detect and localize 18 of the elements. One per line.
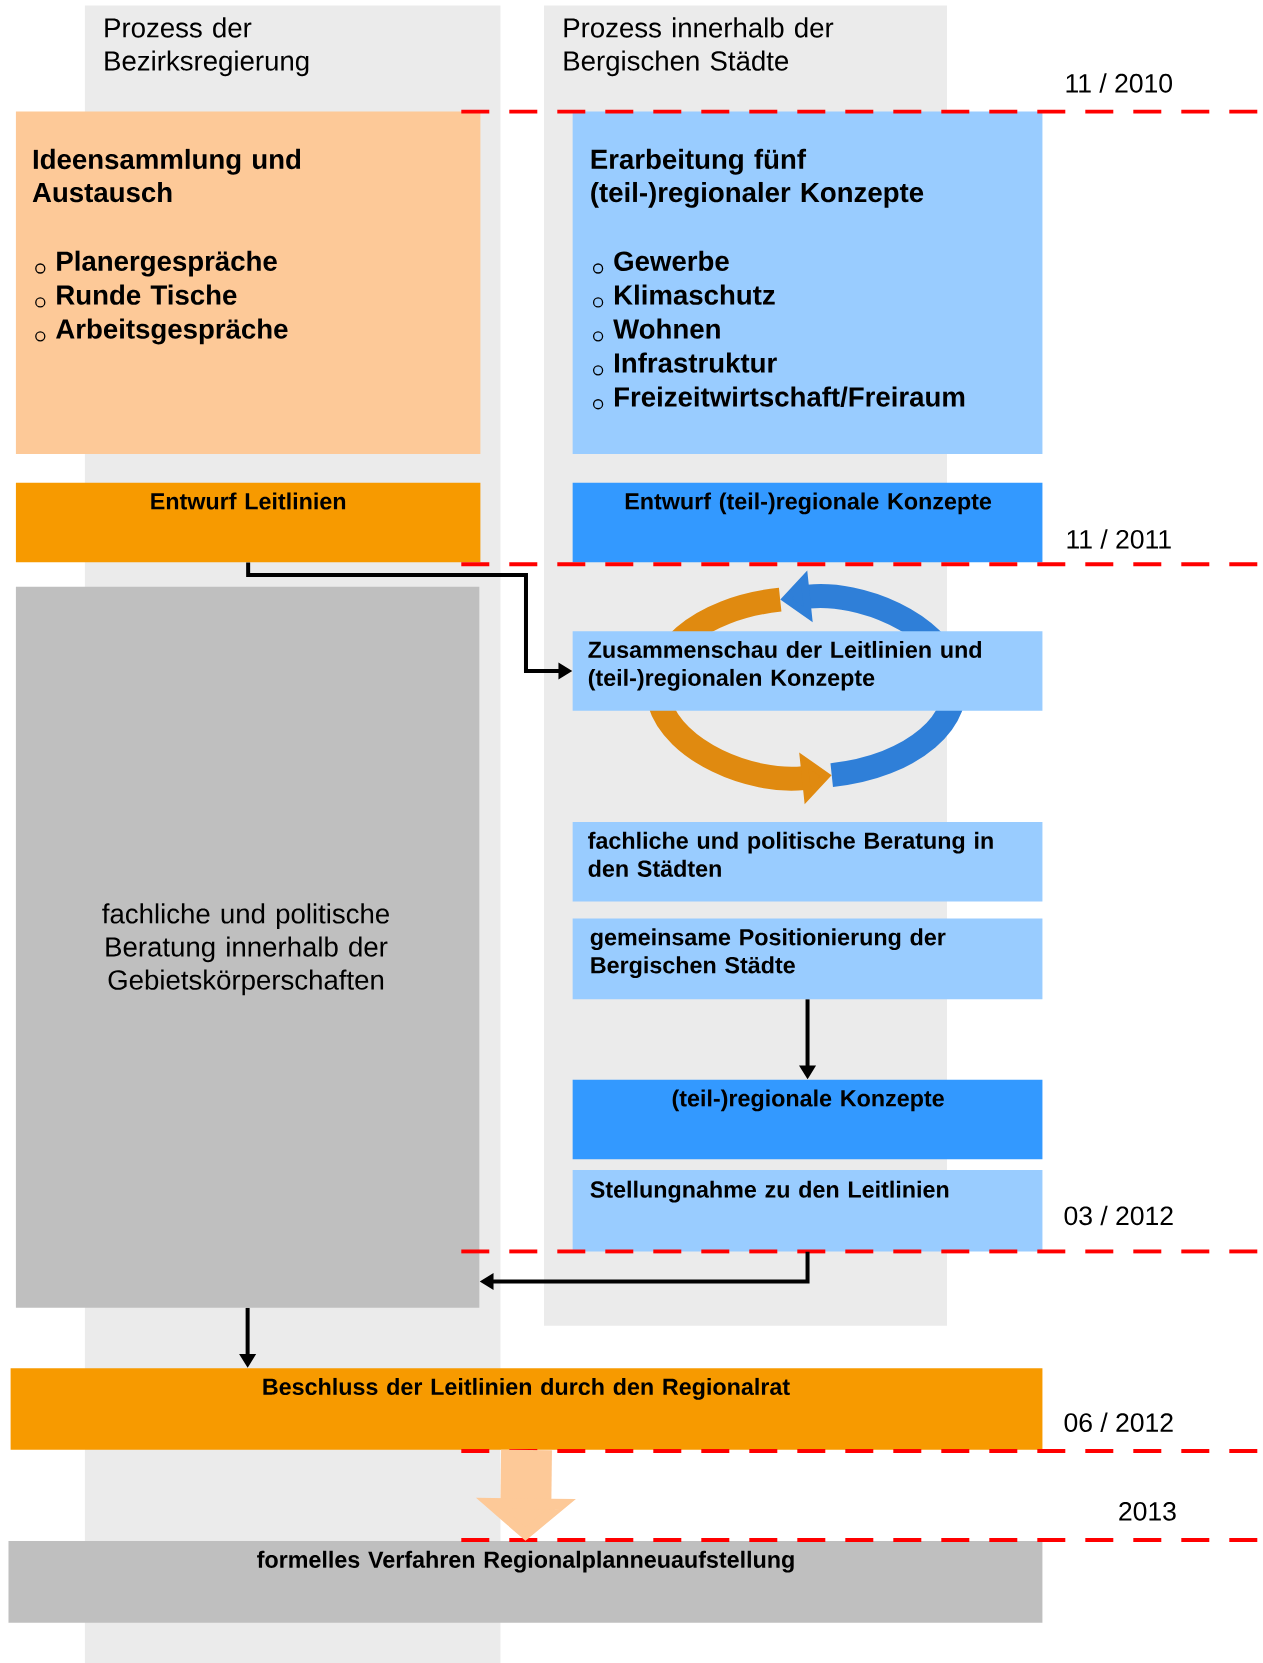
process-box: Entwurf (teil-)regionale Konzepte [572,482,1043,563]
date-label: 06 / 2012 [1061,1410,1177,1434]
process-box: Zusammenschau der Leitlinien und (teil-)regionalen Konzepte [572,631,1043,711]
process-box: fachliche und politische Beratung innerhalb der Gebietskörperschaften [15,586,480,1308]
date-label: 03 / 2012 [1061,1203,1177,1228]
date-label: 11 / 2010 [1062,71,1176,95]
process-box: fachliche und politische Beratung in den Städten [572,822,1043,902]
process-box: Entwurf Leitlinien [15,482,481,563]
process-box: Beschluss der Leitlinien durch den Regionalrat [10,1368,1043,1450]
date-label: 11 / 2011 [1063,527,1175,551]
process-box: gemeinsame Positionierung der Bergischen Städte [572,918,1043,1000]
process-box: Stellungnahme zu den Leitlinien [572,1169,1043,1252]
process-box: formelles Verfahren Regionalplanneuaufstellung [8,1541,1043,1623]
process-box: Erarbeitung fünf (teil-)regionaler Konzepte Gewerbe Klimaschutz Wohnen Infrastruktur Freizeitwirtschaft/Freiraum [572,111,1043,455]
process-box: (teil-)regionale Konzepte [572,1079,1043,1160]
process-box: Ideensammlung und Austausch Planergespräche Runde Tische Arbeitsgespräche [15,111,481,455]
column-heading: Prozess innerhalb der Bergischen Städte [564,17,834,77]
column-heading: Prozess der Bezirksregierung [105,17,309,77]
